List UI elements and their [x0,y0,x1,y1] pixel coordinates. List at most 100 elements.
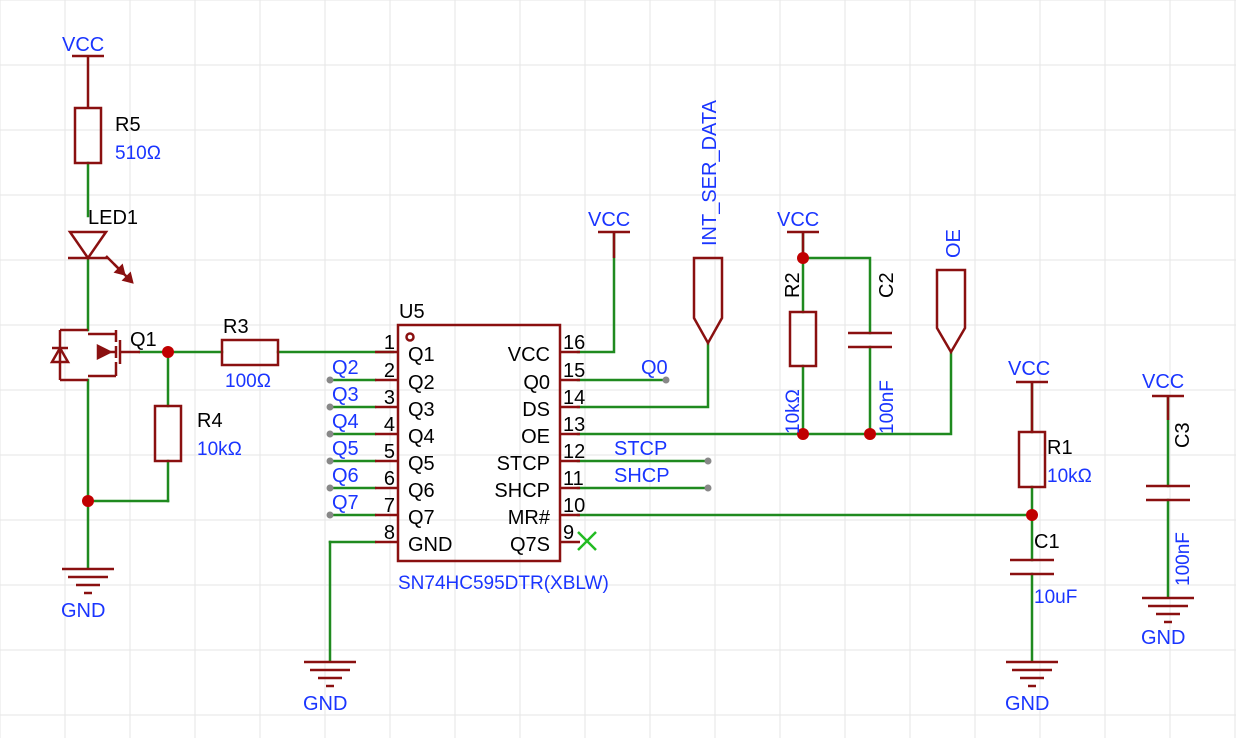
capacitor-c2-body [848,331,892,349]
vcc-label: VCC [777,209,819,231]
vcc-label: VCC [1142,371,1184,393]
net-label-q7: Q7 [332,492,359,514]
netlabel-dot [326,430,334,438]
junction-dot [864,428,876,440]
chip-pin-number: 14 [563,387,585,409]
chip-pin-name: Q5 [408,453,435,475]
chip-pin-number: 7 [384,495,395,517]
netlabel-dot [326,511,334,519]
chip-pin-name: Q7 [408,507,435,529]
resistor-r1-body [1017,430,1047,489]
junction-dot [797,428,809,440]
netlabel-dot [326,484,334,492]
netlabel-dot [662,376,670,384]
gnd-symbol-4 [1142,596,1194,624]
c1-value: 10uF [1034,587,1077,608]
gnd-symbol-3 [1006,660,1058,688]
symbols [49,54,1194,688]
chip-pin-name: MR# [508,507,551,529]
chip-pin-name: Q4 [408,426,435,448]
port-label-oe: OE [943,229,965,258]
c3-value: 100nF [1173,532,1194,586]
r5-value: 510Ω [115,143,161,164]
capacitor-c1-body [1010,558,1054,576]
net-label-q6: Q6 [332,465,359,487]
net-label-q0: Q0 [641,357,668,379]
chip-u5-ref: U5 [399,301,425,323]
junction-dot [82,495,94,507]
net-label-q2: Q2 [332,357,359,379]
netlabel-dot [704,457,712,465]
junction-dot [162,346,174,358]
chip-pin-number: 1 [384,332,395,354]
port-label-int-ser-data: INT_SER_DATA [699,99,721,246]
chip-pin-number: 8 [384,522,395,544]
chip-pin-number: 4 [384,414,395,436]
c2-value: 100nF [877,380,898,434]
r1-value: 10kΩ [1047,466,1092,487]
chip-pin-name: OE [521,426,550,448]
chip-pin-number: 12 [563,441,585,463]
netlabel-dot [326,457,334,465]
chip-pin-name: Q0 [523,372,550,394]
port-int-ser-data [692,256,724,346]
chip-u5-body [396,323,562,563]
r4-value: 10kΩ [197,439,242,460]
chip-pin-number: 10 [563,495,585,517]
r1-ref: R1 [1047,437,1073,459]
vcc-label: VCC [62,34,104,56]
net-label-stcp: STCP [614,438,667,460]
wires [86,161,1170,662]
r5-ref: R5 [115,114,141,136]
led1-symbol [67,230,134,284]
wire-oe [576,350,953,436]
chip-pin-number: 3 [384,387,395,409]
capacitor-c3-body [1146,484,1190,502]
chip-pin-name: VCC [508,344,550,366]
chip-pin-name: Q7S [510,534,550,556]
chip-pin-labels: 1Q12Q23Q34Q45Q56Q67Q78GND16VCC15Q014DS13… [384,332,585,556]
net-label-q5: Q5 [332,438,359,460]
chip-pin-number: 9 [563,522,574,544]
vcc-label: VCC [588,209,630,231]
chip-pin-name: STCP [497,453,550,475]
chip-pin-name: Q3 [408,399,435,421]
netlabel-dot [704,484,712,492]
netlabel-dot [326,376,334,384]
vcc-symbol-5 [1152,394,1184,420]
gnd-label: GND [61,600,105,622]
junctions [82,252,1038,521]
resistor-r3-body [220,338,280,367]
resistor-r4-body [153,404,183,463]
r4-ref: R4 [197,410,223,432]
wire-vcc-pin16 [576,232,616,354]
no-connect-marker [577,531,597,551]
gnd-label: GND [1005,693,1049,715]
junction-dot [797,252,809,264]
chip-pin-name: DS [522,399,550,421]
r3-ref: R3 [223,316,249,338]
r2-ref: R2 [782,272,804,298]
net-label-shcp: SHCP [614,465,670,487]
c1-ref: C1 [1034,531,1060,553]
chip-pin-name: Q6 [408,480,435,502]
netlabel-dot [326,403,334,411]
net-label-dots [326,376,712,519]
port-oe [935,268,967,355]
chip-pin-name: SHCP [494,480,550,502]
chip-pin-number: 15 [563,360,585,382]
chip-pin-name: Q1 [408,344,435,366]
chip-u5-pin1-marker [405,332,415,342]
wire-vcc-c2 [801,256,872,335]
c3-ref: C3 [1172,422,1194,448]
net-label-q3: Q3 [332,384,359,406]
gnd-symbol-1 [62,567,114,595]
chip-pin-number: 6 [384,468,395,490]
c2-ref: C2 [876,272,898,298]
led1-ref: LED1 [88,207,138,229]
chip-pin-number: 5 [384,441,395,463]
chip-pin-number: 11 [563,468,584,490]
